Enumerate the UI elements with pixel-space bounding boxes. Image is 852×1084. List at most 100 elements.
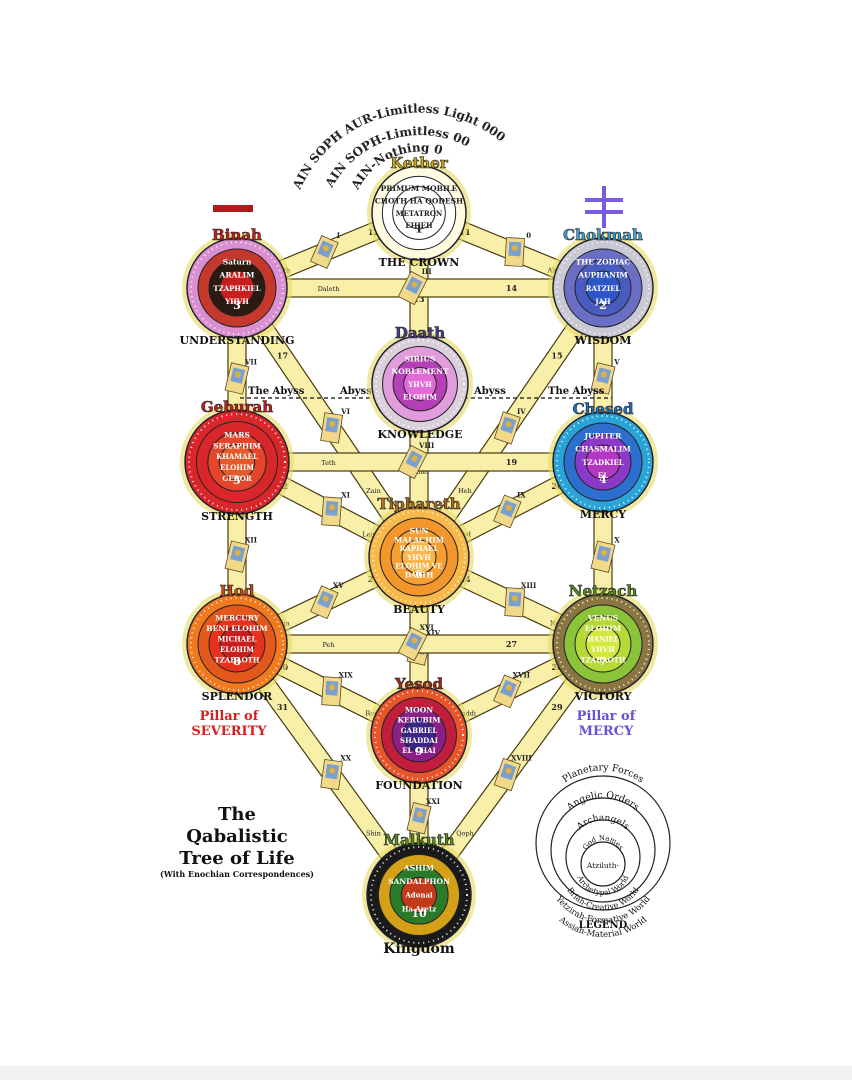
- sphere-line: METATRON: [396, 209, 443, 218]
- sphere-line: ELOHIM: [220, 645, 254, 654]
- tarot-card-icon: [309, 235, 339, 269]
- sphere-line: JAH: [594, 297, 611, 306]
- tarot-numeral-label: XXI: [426, 797, 440, 806]
- hebrew-letter-label: Zain: [366, 487, 381, 495]
- pillar-severity-line1: Pillar of: [200, 709, 260, 724]
- sphere-number: 2: [599, 299, 607, 312]
- path-number-label: 27: [506, 639, 517, 649]
- abyss-label-right: The Abyss: [548, 386, 605, 397]
- tarot-card-icon: [590, 540, 616, 573]
- tarot-card-icon: [406, 802, 432, 835]
- sphere-line: DAATH: [405, 570, 434, 579]
- caption-line1: The: [218, 804, 256, 825]
- sphere-number: 1: [415, 223, 423, 236]
- caption-line4: (With Enochian Correspondences): [160, 869, 314, 879]
- sphere-name-kether: Kether: [390, 154, 449, 172]
- sphere-line: EHIEH: [405, 221, 433, 230]
- sphere-line: HANIEL: [587, 635, 619, 644]
- tarot-numeral-label: XIV: [426, 629, 441, 638]
- sphere-line: Ha Aretz: [402, 904, 436, 913]
- sphere-line: SIRIUS: [405, 355, 436, 364]
- hebrew-letter-label: Gimel: [409, 468, 428, 476]
- path-number-label: 19: [506, 457, 518, 467]
- sphere-line: THE ZODIAC: [576, 258, 631, 267]
- hebrew-letter-label: Yod: [458, 530, 471, 538]
- sphere-line: CHASMALIM: [575, 445, 631, 454]
- path-number-label: 14: [506, 283, 518, 293]
- pillar-mercy: Pillar of MERCY: [577, 709, 637, 739]
- sphere-footer-daath: KNOWLEDGE: [378, 428, 463, 441]
- sphere-number: 5: [233, 474, 241, 487]
- sphere-number: 6: [415, 568, 423, 581]
- sphere-line: SANDALPHON: [388, 877, 450, 886]
- tarot-card-icon: [321, 496, 343, 527]
- tarot-numeral-label: III: [422, 267, 432, 276]
- path-number-label: 13: [413, 294, 425, 304]
- bottom-bar: [0, 1066, 852, 1080]
- sphere-line: EL CHAI: [402, 746, 436, 755]
- hebrew-letter-label: Qoph: [456, 829, 474, 837]
- legend: Planetary Forces Angelic Orders Archange…: [535, 762, 671, 940]
- tarot-card-icon: [224, 362, 250, 395]
- sphere-name-malkuth: Malkuth: [383, 831, 454, 849]
- sphere-number: 7: [599, 655, 607, 668]
- sphere-name-tiphareth: Tiphareth: [377, 495, 460, 513]
- sphere-footer-tiphareth: BEAUTY: [393, 603, 445, 616]
- sphere-line: PRIMUM MOBILE: [381, 184, 458, 193]
- sphere-line: VENUS: [587, 614, 618, 623]
- tarot-numeral-label: XII: [245, 536, 257, 545]
- sphere-name-hod: Hod: [220, 582, 255, 600]
- pillar-mercy-line1: Pillar of: [577, 709, 637, 724]
- legend-ring-6: Archetypal World: [575, 873, 630, 897]
- sphere-line: KERUBIM: [397, 716, 440, 725]
- hebrew-letter-label: Daleth: [318, 285, 340, 293]
- sphere-footer-chesed: MERCY: [580, 508, 626, 521]
- tarot-card-icon: [397, 626, 428, 662]
- pillar-mercy-line2: MERCY: [579, 724, 634, 739]
- tarot-numeral-label: VII: [244, 357, 257, 366]
- hebrew-letter-label: Lamed: [362, 530, 384, 538]
- tarot-card-icon: [493, 674, 522, 709]
- tarot-numeral-label: VI: [340, 407, 350, 416]
- sphere-line: SUN: [410, 527, 429, 536]
- sphere-footer-binah: UNDERSTANDING: [180, 334, 295, 347]
- sphere-geburah: GeburahMARSSERAPHIMKHAMAELELOHIMGEBOR5ST…: [180, 398, 294, 523]
- tarot-card-icon: [504, 237, 525, 267]
- path-number-label: 31: [277, 702, 288, 712]
- sphere-netzach: NetzachVENUSELOHIMHANIELYHVHTZABAOTH7VIC…: [548, 582, 658, 703]
- sphere-line: MALACHIM: [394, 535, 444, 544]
- severity-minus-icon: [213, 205, 253, 212]
- sphere-line: NOBLEMENT: [391, 367, 449, 376]
- legend-ring-5: Atziluth-: [586, 861, 620, 870]
- sphere-line: ELOHIM: [220, 463, 254, 472]
- sphere-footer-netzach: VICTORY: [574, 690, 632, 703]
- path-number-label: 28: [551, 662, 563, 672]
- sphere-line: GABRIEL: [401, 726, 438, 735]
- legend-ring-4: God Names: [581, 834, 625, 852]
- caption-line3: Tree of Life: [179, 848, 294, 869]
- sphere-line: TZABAOTH: [580, 656, 625, 665]
- sphere-line: YHVH: [406, 553, 431, 562]
- sphere-footer-geburah: STRENGTH: [201, 510, 273, 523]
- hebrew-letter-label: Peh: [322, 641, 334, 649]
- legend-ring-1: Planetary Forces: [560, 762, 645, 785]
- tarot-numeral-label: XIII: [521, 581, 536, 590]
- sphere-line: KHAMAEL: [216, 452, 258, 461]
- sphere-line: YHVH: [224, 297, 249, 306]
- sphere-line: YHVH: [590, 645, 615, 654]
- pillar-severity: Pillar of SEVERITY: [191, 709, 267, 739]
- sphere-number: 8: [233, 655, 241, 668]
- tarot-card-icon: [320, 412, 344, 444]
- sphere-name-yesod: Yesod: [394, 675, 443, 693]
- sphere-line: SERAPHIM: [213, 441, 261, 450]
- path-number-label: 29: [551, 702, 563, 712]
- hebrew-letter-label: Heh: [458, 487, 472, 495]
- tarot-numeral-label: IV: [517, 407, 526, 416]
- sphere-line: RAPHAEL: [400, 544, 439, 553]
- sphere-line: EL: [598, 471, 608, 480]
- sphere-name-binah: Binah: [212, 226, 262, 244]
- tarot-numeral-label: XVI: [420, 623, 434, 632]
- hebrew-letter-label: Shin: [366, 829, 381, 837]
